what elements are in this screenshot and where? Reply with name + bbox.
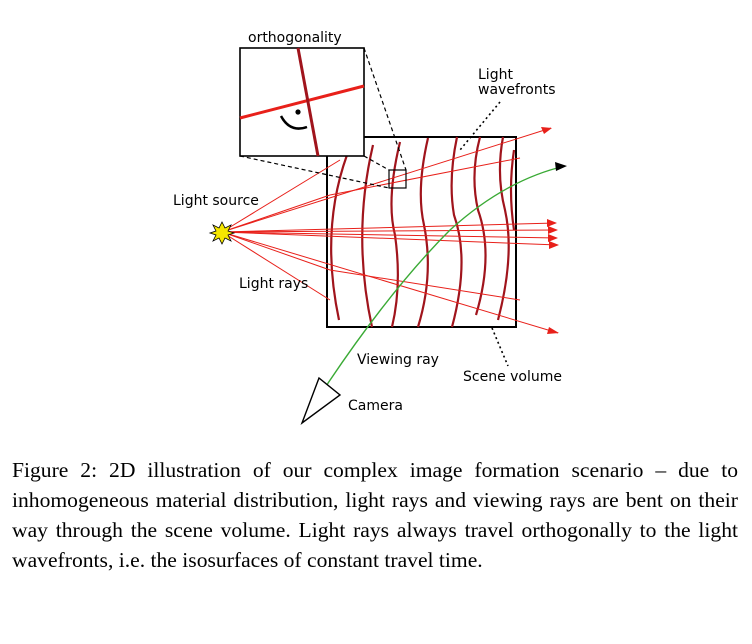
zoom-connectors	[239, 47, 407, 189]
arrowhead-6	[547, 327, 559, 334]
wavefront-8	[509, 149, 516, 231]
label-light-wavefronts-1: Light	[478, 67, 513, 83]
label-light-wavefronts-2: wavefronts	[478, 82, 556, 98]
light-ray-11	[329, 157, 521, 196]
scene-volume-leader	[491, 327, 509, 367]
zoom-region	[388, 169, 407, 189]
wavefronts	[330, 136, 516, 328]
arrowhead-5	[549, 241, 559, 249]
label-camera: Camera	[348, 398, 403, 414]
arrowhead-1	[541, 127, 552, 134]
inset-wavefront	[296, 47, 320, 157]
light-ray-2	[221, 222, 557, 233]
light-ray-12	[329, 269, 521, 301]
wavefront-2	[361, 144, 375, 328]
light-ray-5	[221, 231, 559, 246]
light-ray-7	[221, 159, 341, 233]
light-ray-1	[221, 127, 552, 233]
figure-caption: Figure 2: 2D illustration of our complex…	[12, 458, 738, 572]
label-light-rays: Light rays	[239, 276, 308, 292]
label-scene-volume: Scene volume	[463, 369, 562, 385]
viewing-ray	[301, 165, 566, 424]
arrowhead-2	[547, 219, 557, 227]
illustration: orthogonality Light wavefronts Light sou…	[173, 30, 567, 425]
viewing-ray-arrowhead	[555, 162, 567, 171]
inset-light-ray	[239, 84, 365, 120]
light-ray-arrowheads	[541, 127, 559, 334]
wavefront-5	[450, 136, 463, 328]
arrowhead-4	[548, 234, 558, 242]
light-ray-8	[221, 194, 331, 233]
scene-volume-box	[326, 136, 517, 328]
light-ray-4	[221, 231, 558, 239]
light-ray-3	[221, 229, 558, 233]
label-light-source: Light source	[173, 193, 259, 209]
label-orthogonality: orthogonality	[248, 30, 342, 46]
arrowhead-3	[548, 226, 558, 234]
right-angle-arc	[279, 115, 308, 130]
light-source-star	[208, 221, 236, 245]
right-angle-dot	[295, 109, 301, 115]
wavefront-1	[330, 154, 349, 321]
wavefront-4	[416, 137, 430, 328]
light-ray-6	[221, 231, 559, 334]
light-rays	[221, 127, 559, 334]
light-ray-10	[221, 231, 331, 301]
light-ray-9	[221, 231, 331, 271]
camera-icon	[300, 376, 342, 425]
label-viewing-ray: Viewing ray	[357, 352, 439, 368]
wavefronts-leader	[459, 101, 501, 151]
wavefront-6	[473, 136, 487, 316]
wavefront-7	[496, 136, 510, 321]
